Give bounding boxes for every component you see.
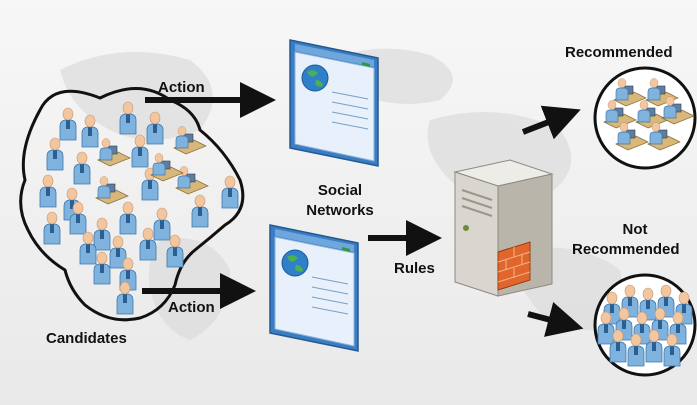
arrow-server-to-recommended (521, 105, 581, 140)
label-social-networks-line2: Networks (306, 202, 374, 219)
label-recommended: Recommended (565, 44, 673, 61)
browser-window-icon-top (289, 39, 379, 167)
label-action-top: Action (158, 79, 205, 96)
arrow-server-to-not-recommended (527, 302, 584, 337)
browser-window-icon-bottom (269, 224, 359, 352)
firewall-icon (497, 241, 531, 291)
label-candidates: Candidates (46, 330, 127, 347)
label-rules: Rules (394, 260, 435, 277)
label-not-recommended-line2: Recommended (572, 241, 680, 258)
label-social-networks-line1: Social (317, 182, 363, 199)
not-recommended-group-icon (593, 273, 697, 377)
label-action-bottom: Action (168, 299, 215, 316)
recommended-group-icon (593, 66, 697, 170)
server-icon (453, 159, 554, 297)
flow-arrows (142, 82, 584, 337)
label-not-recommended-line1: Not (622, 221, 648, 238)
